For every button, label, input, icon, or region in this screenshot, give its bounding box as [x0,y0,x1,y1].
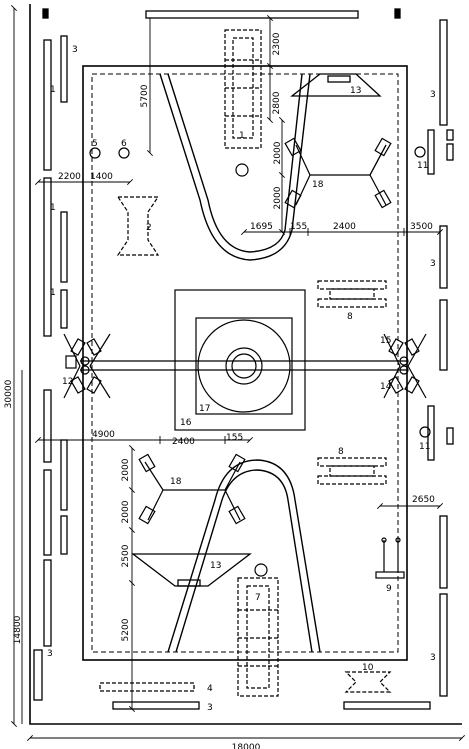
label-1-top: 1 [239,131,245,141]
label-4: 4 [207,684,213,694]
dim-18000: 18000 [232,743,261,749]
label-17: 17 [199,404,210,414]
bench-left-column [33,35,68,701]
dim-3500: 3500 [410,222,433,232]
dim-14800: 14800 [13,615,23,644]
center-complex [174,289,306,431]
label-18-top: 18 [312,180,324,190]
frame-8-bottom [317,457,387,485]
dim-4900: 4900 [92,430,115,440]
label-1-left-c: 1 [50,288,56,298]
label-5: 5 [92,139,98,149]
label-15: 15 [380,336,391,346]
label-2: 2 [146,223,152,233]
dim-2500: 2500 [121,544,131,567]
swing-bottom [138,453,246,525]
bench-bottom [99,682,431,710]
label-3-right-c: 3 [430,653,436,663]
bench-right-column [427,19,454,697]
dim-2000-bottom-a: 2000 [121,458,131,481]
label-3-left-bottom: 3 [47,649,53,659]
label-9: 9 [386,584,392,594]
label-6: 6 [121,139,127,149]
label-8-top: 8 [347,312,353,322]
swing-right [383,333,427,399]
ladder-top [224,29,262,149]
bars-9 [375,537,405,579]
frame-8-top [317,280,387,308]
swing-left [63,333,111,399]
label-7: 7 [255,593,261,603]
label-1-left-b: 1 [50,203,56,213]
dim-2300: 2300 [272,32,282,55]
swing-top [284,137,392,209]
dim-5200: 5200 [121,618,131,641]
label-12: 12 [62,377,73,387]
trapezoid-top [290,73,382,97]
dim-2800: 2800 [272,91,282,114]
label-3-bottom: 3 [207,703,213,713]
site-boundary [29,4,462,725]
dim-2000-bottom-b: 2000 [121,500,131,523]
dim-1400: 1400 [90,172,113,182]
post-5 [89,147,101,159]
dim-30000: 30000 [4,379,14,408]
dim-1695: 1695 [250,222,273,232]
frame-10 [344,671,392,693]
label-10: 10 [362,663,374,673]
label-11-bottom: 11 [419,442,430,452]
ladder-bottom [237,577,279,697]
label-13-bottom: 13 [210,561,221,571]
dim-2200: 2200 [58,172,81,182]
ring-top [235,163,249,177]
label-3-top-left: 3 [72,45,78,55]
label-18-bottom: 18 [170,477,182,487]
label-1-left-a: 1 [50,85,56,95]
post-11-bottom [419,426,431,438]
arc-track-bottom [167,459,321,653]
label-8-bottom: 8 [338,447,344,457]
rail-center [80,360,408,371]
frame-2 [116,196,160,256]
post-11-top [414,146,426,158]
label-11-top: 11 [417,161,428,171]
label-3-right-b: 3 [430,259,436,269]
dim-2000-top-a: 2000 [273,141,283,164]
dim-2400-bottom: 2400 [172,437,195,447]
dim-2000-top-b: 2000 [273,186,283,209]
label-16: 16 [180,418,192,428]
dim-155-bottom: 155 [226,433,243,443]
bench-top [42,8,401,19]
dim-155-top: 155 [290,222,307,232]
ring-bottom [254,563,268,577]
trapezoid-bottom [131,553,252,587]
dim-5700: 5700 [140,84,150,107]
dim-2400-top: 2400 [333,222,356,232]
label-13-top: 13 [350,86,361,96]
arc-track-top [159,73,311,261]
dimension-lines [10,4,466,742]
label-3-right-a: 3 [430,90,436,100]
dim-2650: 2650 [412,495,435,505]
post-6 [118,147,130,159]
label-14: 14 [380,382,392,392]
